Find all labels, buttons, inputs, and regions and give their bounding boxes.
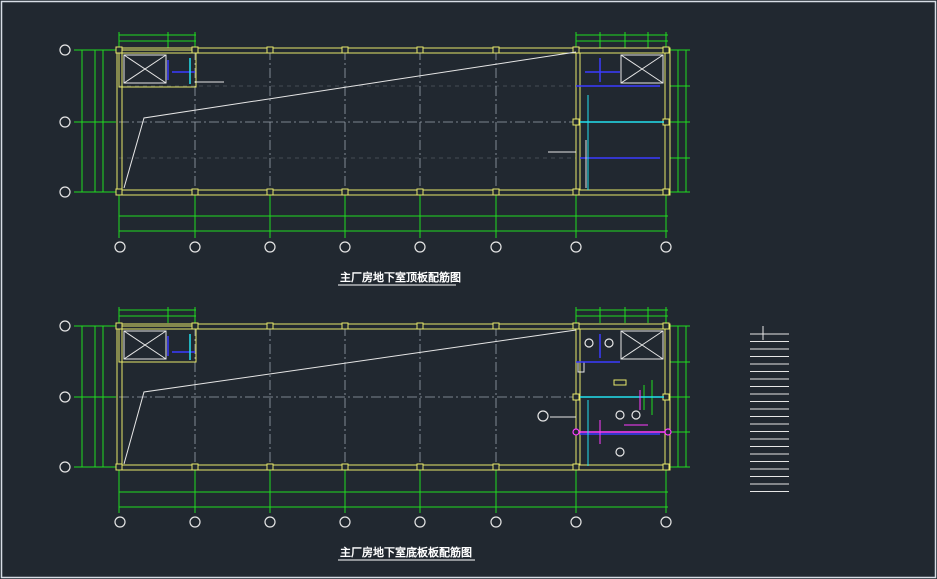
stepped-lines-icon <box>750 326 789 492</box>
leader-line <box>123 329 577 465</box>
column-nodes <box>115 46 670 196</box>
dimension-lines <box>74 307 690 513</box>
drawing-title: 主厂房地下室底板板配筋图 <box>340 545 472 559</box>
rebar-marks <box>167 334 668 466</box>
circle-icon <box>59 320 672 528</box>
dimension-lines <box>74 32 690 238</box>
floor-plan-base-slab[interactable]: 主厂房地下室底板板配筋图 <box>59 307 690 561</box>
drawing-title: 主厂房地下室顶板配筋图 <box>340 270 461 284</box>
column-nodes <box>115 322 670 471</box>
cross-box-icon <box>123 330 664 360</box>
rebar-marks <box>167 58 664 190</box>
circle-icon <box>59 44 672 253</box>
floor-plan-roof-slab[interactable]: 主厂房地下室顶板配筋图 <box>59 32 690 286</box>
leader-line <box>123 51 577 189</box>
cross-box-icon <box>123 54 664 84</box>
